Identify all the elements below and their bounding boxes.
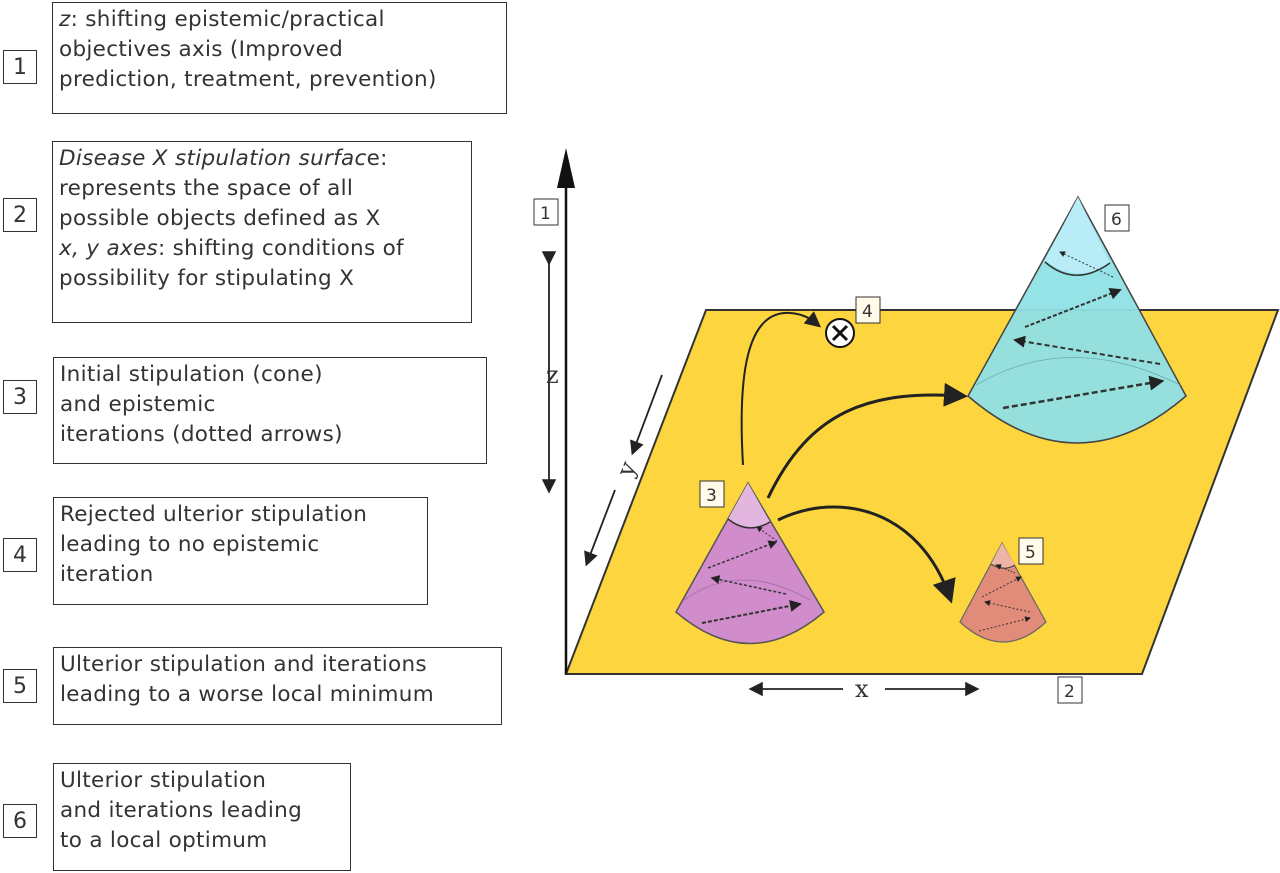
legend-text: possible objects defined as X [59,206,381,231]
cone-5 [959,541,1047,643]
legend-text: to a local optimum [60,828,268,853]
legend-line: x, y axes: shifting conditions of [59,234,465,264]
legend-number-6: 6 [3,804,37,838]
legend-number-1: 1 [3,50,37,84]
legend-line: iteration [60,560,421,590]
cone-6 [967,195,1187,444]
legend-line: possibility for stipulating X [59,264,465,294]
legend-line: leading to no epistemic [60,530,421,560]
rejected-arrow [740,311,822,466]
legend-line: possible objects defined as X [59,204,465,234]
legend-box-2: Disease X stipulation surface:represents… [52,141,472,323]
legend-line: represents the space of all [59,174,465,204]
tag-2: 2 [1057,676,1083,704]
tag-5: 5 [1018,537,1044,565]
legend-number-2: 2 [3,198,37,232]
legend-text: iterations (dotted arrows) [60,422,343,447]
y-double-arrow-top [630,374,663,456]
legend-number-4: 4 [3,538,37,572]
legend-text: leading to a worse local minimum [60,682,434,707]
legend-text: Rejected ulterior stipulation [60,502,368,527]
cone-3 [675,481,825,645]
legend-line: Rejected ulterior stipulation [60,500,421,530]
legend-text: and epistemic [60,392,216,417]
legend-box-5: Ulterior stipulation and iterations leadi… [53,647,502,725]
legend-line: z: shifting epistemic/practical [59,5,500,35]
legend-text: : shifting epistemic/practical [70,7,385,32]
legend-line: prediction, treatment, prevention) [59,65,500,95]
legend-line: Ulterior stipulation [60,766,344,796]
legend-line: Ulterior stipulation and iterations [60,650,495,680]
tag-4: 4 [855,296,881,324]
z-axis-arrowhead [557,148,575,188]
legend-text: iteration [60,562,154,587]
legend-text: represents the space of all [59,176,354,201]
arrow-to-cone5 [777,505,956,604]
legend-text: : shifting conditions of [157,236,404,261]
y-label: y [611,457,643,481]
svg-text:5: 5 [1025,543,1036,563]
arrow-to-cone6 [766,382,968,499]
legend-number-5: 5 [3,669,37,703]
legend-box-6: Ulterior stipulation and iterations leadi… [53,763,351,871]
legend-box-4: Rejected ulterior stipulation leading to … [53,497,428,605]
tag-6: 6 [1104,204,1130,232]
svg-text:3: 3 [706,486,717,506]
legend-text: Ulterior stipulation [60,768,267,793]
svg-text:6: 6 [1111,210,1122,230]
legend-text: Initial stipulation (cone) [60,362,323,387]
legend-box-3: Initial stipulation (cone) and epistemic i… [53,357,487,464]
legend-text: e: [366,146,388,171]
legend-text: Ulterior stipulation and iterations [60,652,427,677]
legend-line: Disease X stipulation surface: [59,144,465,174]
legend-line: objectives axis (Improved [59,35,500,65]
legend-line: and epistemic [60,390,480,420]
y-double-arrow-bottom [584,489,616,567]
legend-line: Initial stipulation (cone) [60,360,480,390]
legend-line: to a local optimum [60,826,344,856]
svg-text:2: 2 [1064,682,1075,702]
svg-text:4: 4 [862,302,873,322]
legend-text: and iterations leading [60,798,303,823]
legend-line: and iterations leading [60,796,344,826]
legend-text: leading to no epistemic [60,532,320,557]
stipulation-surface [564,309,1280,675]
legend-text: possibility for stipulating X [59,266,355,291]
x-label: x [855,675,869,703]
legend-text: objectives axis (Improved [59,37,344,62]
legend-emphasis: x, y axes [59,236,158,261]
legend-text: prediction, treatment, prevention) [59,67,437,92]
legend-line: leading to a worse local minimum [60,680,495,710]
z-label: z [546,361,559,389]
svg-text:1: 1 [540,204,551,224]
legend-line: iterations (dotted arrows) [60,420,480,450]
tag-3: 3 [699,480,725,508]
tag-1: 1 [533,198,559,226]
legend-emphasis: Disease X stipulation surfac [59,146,367,171]
legend-emphasis: z [59,7,71,32]
legend-number-3: 3 [3,380,37,414]
